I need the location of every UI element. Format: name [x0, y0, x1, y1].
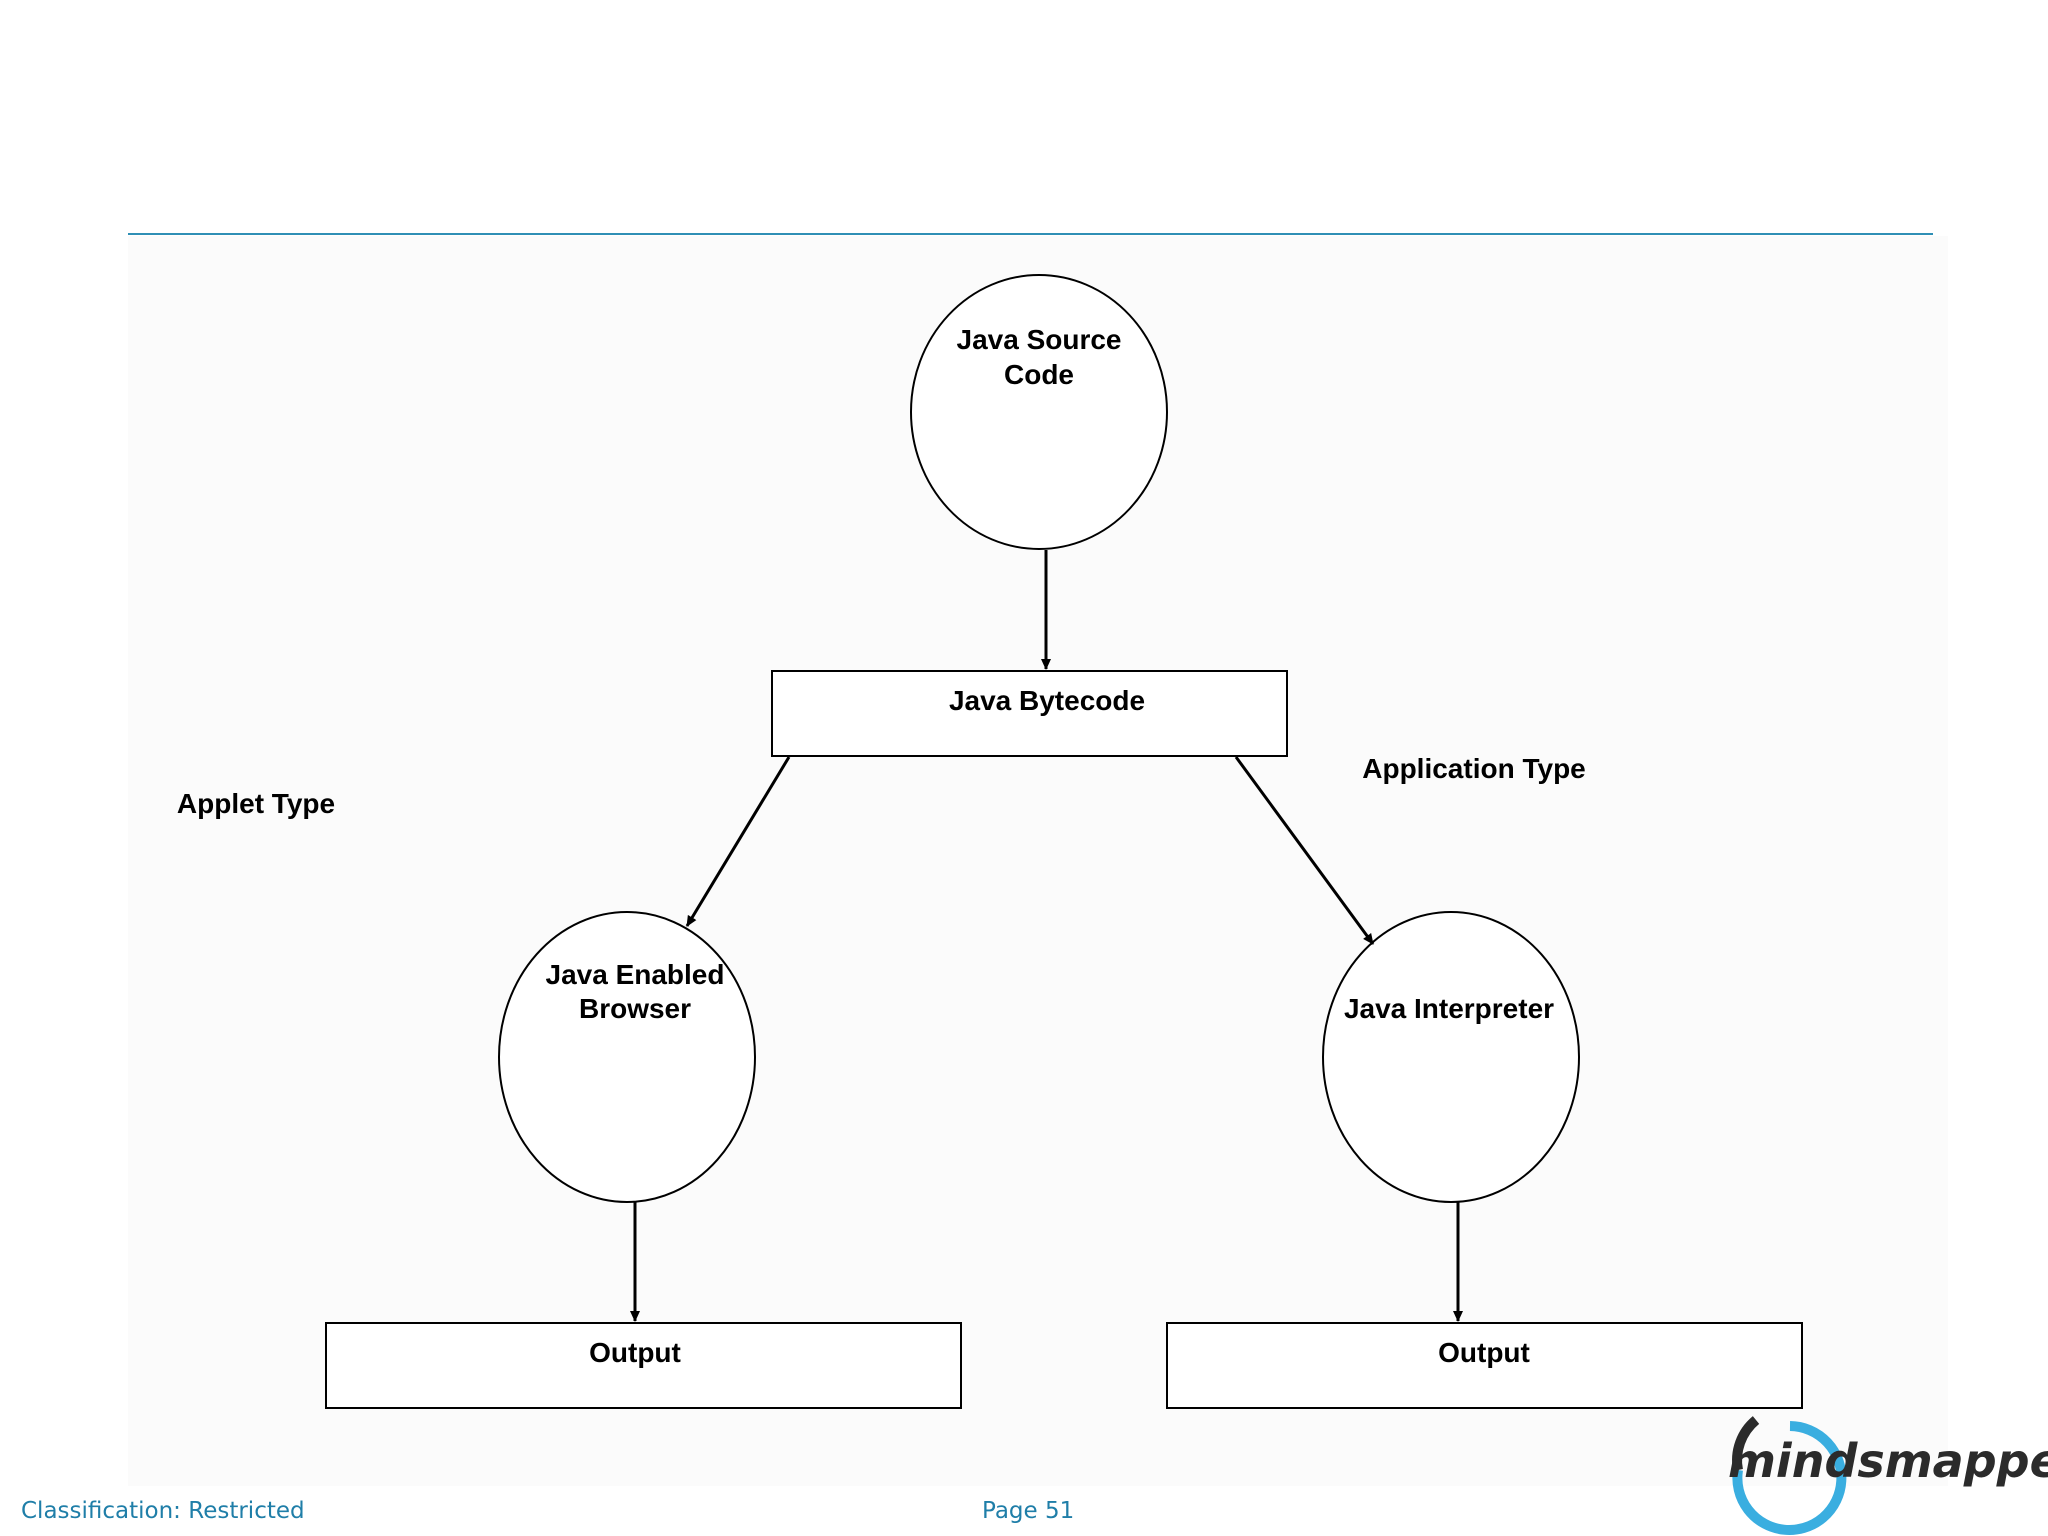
- node-java-enabled-browser-label-1: Java Enabled: [546, 959, 725, 990]
- page-number: Page 51: [982, 1498, 1075, 1524]
- logo-wordmark: mindsmapped: [1728, 1434, 2048, 1488]
- node-output-left-label: Output: [589, 1337, 681, 1368]
- node-output-right: [1166, 1322, 1803, 1409]
- node-java-source-code-label-1: Java Source: [957, 324, 1122, 355]
- node-java-enabled-browser-label-2: Browser: [579, 993, 691, 1024]
- classification-label: Classification: Restricted: [21, 1498, 305, 1524]
- node-output-right-label: Output: [1438, 1337, 1530, 1368]
- node-java-source-code-label-2: Code: [1004, 359, 1074, 390]
- header-divider: [128, 233, 1933, 235]
- edge-bytecode-to-browser: [685, 756, 791, 927]
- node-java-source-code: [910, 274, 1168, 550]
- label-applet-type: Applet Type: [177, 788, 335, 819]
- mindsmapped-logo: mindsmapped: [1728, 1416, 2048, 1535]
- node-output-left: [325, 1322, 962, 1409]
- node-java-interpreter: [1322, 911, 1580, 1203]
- edge-bytecode-to-interpreter: [1234, 756, 1375, 945]
- node-java-bytecode-label: Java Bytecode: [949, 685, 1145, 716]
- node-java-bytecode: [771, 670, 1288, 757]
- node-java-enabled-browser: [498, 911, 756, 1203]
- node-java-interpreter-label: Java Interpreter: [1344, 993, 1554, 1024]
- label-application-type: Application Type: [1362, 753, 1586, 784]
